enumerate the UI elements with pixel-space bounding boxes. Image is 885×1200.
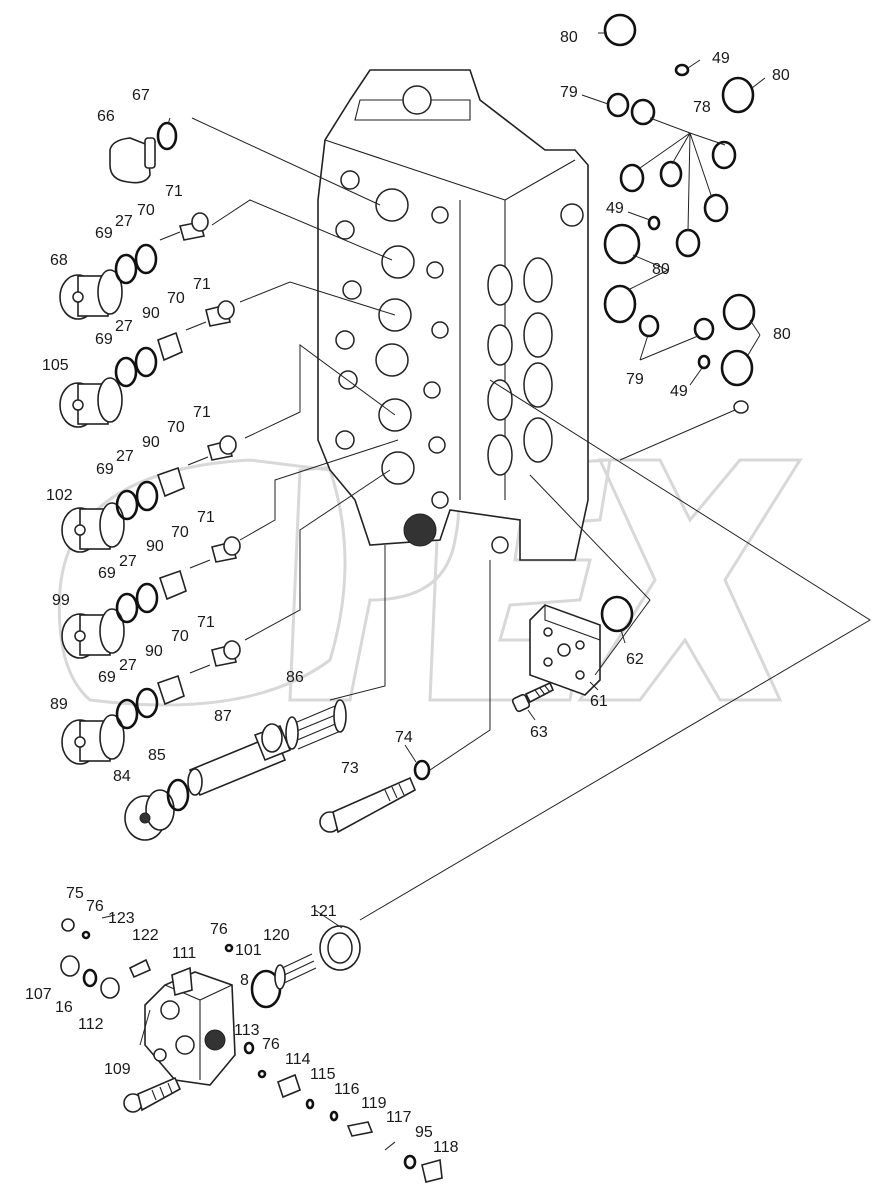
callout-71: 71	[165, 183, 183, 200]
callout-71: 71	[193, 276, 211, 293]
callout-89: 89	[50, 696, 68, 713]
valve-body	[317, 69, 589, 561]
callout-80: 80	[772, 67, 790, 84]
callout-80: 80	[773, 326, 791, 343]
callout-111: 111	[172, 945, 196, 962]
callout-70: 70	[137, 202, 155, 219]
callout-116: 116	[334, 1081, 360, 1098]
leader-lines	[139, 32, 871, 1046]
callout-69: 69	[95, 331, 113, 348]
callout-76: 76	[262, 1036, 280, 1053]
callout-27: 27	[119, 553, 137, 570]
callout-114: 114	[285, 1051, 311, 1068]
callout-69: 69	[96, 461, 114, 478]
callout-117: 117	[386, 1109, 412, 1126]
callout-27: 27	[115, 318, 133, 335]
spring-86	[285, 699, 347, 750]
callout-8: 8	[240, 972, 249, 989]
cartridge-row-68	[59, 212, 209, 320]
callout-70: 70	[167, 419, 185, 436]
callout-79: 79	[560, 84, 578, 101]
callout-68: 68	[50, 252, 68, 269]
callout-labels: 80 49 80 79 78 49 80 80 79 49 67 66 71 7…	[25, 29, 791, 1156]
callout-80: 80	[652, 261, 670, 278]
flange-block-61	[529, 604, 601, 696]
cartridge-row-89	[61, 640, 241, 765]
callout-69: 69	[98, 565, 116, 582]
callout-86: 86	[286, 669, 304, 686]
spool-87	[187, 723, 292, 797]
callout-49: 49	[606, 200, 624, 217]
callout-90: 90	[145, 643, 163, 660]
callout-78: 78	[693, 99, 711, 116]
callout-102: 102	[46, 487, 73, 504]
callout-80: 80	[560, 29, 578, 46]
callout-121: 121	[310, 903, 337, 920]
callout-123: 123	[108, 910, 135, 927]
callout-67: 67	[132, 87, 150, 104]
callout-49: 49	[712, 50, 730, 67]
o-ring-set	[600, 13, 756, 633]
callout-73: 73	[341, 760, 359, 777]
bolt-73	[319, 759, 431, 834]
callout-62: 62	[626, 651, 644, 668]
callout-61: 61	[590, 693, 608, 710]
callout-63: 63	[530, 724, 548, 741]
callout-79: 79	[626, 371, 644, 388]
callout-27: 27	[116, 448, 134, 465]
callout-66: 66	[97, 108, 115, 125]
callout-76: 76	[210, 921, 228, 938]
callout-99: 99	[52, 592, 70, 609]
callout-69: 69	[95, 225, 113, 242]
cartridge-row-99	[61, 536, 241, 659]
callout-85: 85	[148, 747, 166, 764]
cartridge-row-102	[61, 435, 237, 553]
callout-112: 112	[78, 1016, 104, 1033]
callout-90: 90	[142, 305, 160, 322]
callout-27: 27	[119, 657, 137, 674]
callout-74: 74	[395, 729, 413, 746]
callout-71: 71	[193, 404, 211, 421]
callout-101: 101	[235, 942, 262, 959]
callout-95: 95	[415, 1124, 433, 1141]
callout-90: 90	[146, 538, 164, 555]
callout-49: 49	[670, 383, 688, 400]
callout-71: 71	[197, 509, 215, 526]
callout-113: 113	[234, 1022, 260, 1039]
callout-107: 107	[25, 986, 52, 1003]
callout-90: 90	[142, 434, 160, 451]
callout-84: 84	[113, 768, 131, 785]
callout-118: 118	[433, 1139, 459, 1156]
callout-75: 75	[66, 885, 84, 902]
callout-71: 71	[197, 614, 215, 631]
plug-84	[124, 778, 190, 841]
callout-115: 115	[310, 1066, 336, 1083]
callout-27: 27	[115, 213, 133, 230]
callout-122: 122	[132, 927, 159, 944]
callout-70: 70	[171, 628, 189, 645]
callout-69: 69	[98, 669, 116, 686]
bolt-63	[511, 681, 555, 713]
callout-70: 70	[167, 290, 185, 307]
cartridge-row-105	[59, 300, 235, 428]
callout-119: 119	[361, 1095, 387, 1112]
callout-87: 87	[214, 708, 232, 725]
callout-76: 76	[86, 898, 104, 915]
pilot-valve-assembly	[60, 914, 443, 1183]
plug-66	[109, 121, 178, 184]
callout-109: 109	[104, 1061, 131, 1078]
callout-16: 16	[55, 999, 73, 1016]
callout-105: 105	[42, 357, 69, 374]
callout-120: 120	[263, 927, 290, 944]
callout-70: 70	[171, 524, 189, 541]
